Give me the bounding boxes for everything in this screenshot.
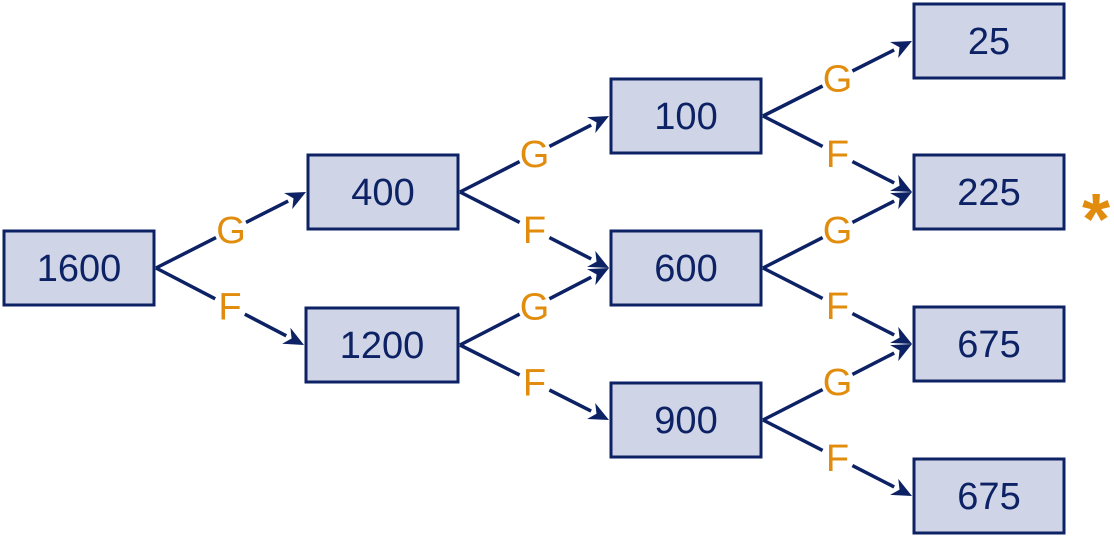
edge-line-segment xyxy=(548,275,593,301)
arrow-head-icon xyxy=(284,192,306,210)
edge-line-segment xyxy=(459,160,521,194)
edge-n1600-n1200 xyxy=(155,266,304,345)
node-1600: 1600 xyxy=(2,229,156,307)
edge-n900-n675b xyxy=(762,418,912,496)
node-600: 600 xyxy=(609,229,763,307)
edge-line-segment xyxy=(851,199,895,224)
node-box xyxy=(912,153,1066,231)
edge-line-segment xyxy=(762,418,824,452)
asterisk-marker: * xyxy=(1082,180,1110,260)
arrow-head-icon xyxy=(890,41,912,59)
node-value: 900 xyxy=(654,400,717,442)
edge-n600-n675a xyxy=(762,266,912,344)
edge-line-segment xyxy=(459,190,521,224)
node-25: 25 xyxy=(912,2,1066,80)
edge-line-segment xyxy=(851,160,895,185)
arrow-head-icon xyxy=(282,327,304,345)
edge-label-g: G xyxy=(216,210,246,252)
edge-n1600-n400 xyxy=(155,192,306,270)
edge-n900-n675a xyxy=(762,344,912,422)
arrow-head-icon xyxy=(587,402,609,420)
node-900: 900 xyxy=(609,381,763,459)
edge-line-segment xyxy=(851,464,895,489)
node-value: 100 xyxy=(654,96,717,138)
node-value: 675 xyxy=(957,324,1020,366)
edge-label-g: G xyxy=(823,362,853,404)
edge-n100-n225 xyxy=(762,114,912,192)
edge-n1200-n600 xyxy=(459,268,609,347)
edge-line-segment xyxy=(548,236,592,261)
arrow-head-icon xyxy=(587,250,609,268)
arrow-head-icon xyxy=(890,478,912,496)
arrow-head-icon xyxy=(890,192,912,210)
node-value: 1600 xyxy=(37,248,122,290)
node-value: 225 xyxy=(957,172,1020,214)
node-1200: 1200 xyxy=(304,306,460,384)
node-box xyxy=(609,229,763,307)
edge-line-segment xyxy=(459,312,521,347)
arrow-head-icon xyxy=(890,326,912,344)
edge-line-segment xyxy=(548,388,592,413)
edge-label-f: F xyxy=(826,134,849,176)
arrow-head-icon xyxy=(587,268,609,286)
node-box xyxy=(912,457,1066,535)
edge-label-f: F xyxy=(826,438,849,480)
node-100: 100 xyxy=(609,77,763,155)
node-675b: 675 xyxy=(912,457,1066,535)
edge-n600-n225 xyxy=(762,192,912,270)
node-value: 25 xyxy=(968,21,1010,63)
edge-line-segment xyxy=(762,236,824,270)
node-value: 675 xyxy=(957,476,1020,518)
edge-label-g: G xyxy=(823,210,853,252)
edge-line-segment xyxy=(851,312,895,337)
edge-label-f: F xyxy=(523,210,546,252)
node-value: 1200 xyxy=(340,325,425,367)
edge-label-g: G xyxy=(520,134,550,176)
edge-n400-n100 xyxy=(459,116,609,194)
node-box xyxy=(912,2,1066,80)
edge-line-segment xyxy=(762,114,824,148)
node-value: 400 xyxy=(351,172,414,214)
nodes-layer: 1600 400 1200 100 600 900 25 225 675 675 xyxy=(2,2,1066,535)
arrow-head-icon xyxy=(587,116,609,134)
node-400: 400 xyxy=(306,153,460,231)
edges-layer xyxy=(155,41,912,496)
node-value: 600 xyxy=(654,248,717,290)
node-box xyxy=(609,381,763,459)
edge-n400-n600 xyxy=(459,190,609,268)
edge-label-f: F xyxy=(218,287,241,329)
edge-line-segment xyxy=(762,84,824,118)
node-box xyxy=(304,306,460,384)
edge-line-segment xyxy=(155,266,217,301)
edge-label-g: G xyxy=(823,59,853,101)
edge-line-segment xyxy=(245,199,289,224)
node-box xyxy=(912,305,1066,383)
edge-line-segment xyxy=(155,236,217,270)
edge-n100-n25 xyxy=(762,41,912,118)
arrow-head-icon xyxy=(890,174,912,192)
arrow-head-icon xyxy=(890,344,912,362)
edge-label-f: F xyxy=(826,286,849,328)
node-225: 225 xyxy=(912,153,1066,231)
edge-line-segment xyxy=(851,48,895,73)
node-box xyxy=(2,229,156,307)
edge-line-segment xyxy=(851,351,895,376)
node-box xyxy=(306,153,460,231)
edge-line-segment xyxy=(762,388,824,422)
edge-line-segment xyxy=(762,266,824,300)
edge-n1200-n900 xyxy=(459,343,609,420)
edge-line-segment xyxy=(459,343,521,377)
node-675a: 675 xyxy=(912,305,1066,383)
edge-label-f: F xyxy=(523,363,546,405)
edge-line-segment xyxy=(243,312,288,338)
edge-line-segment xyxy=(548,123,592,148)
node-box xyxy=(609,77,763,155)
edge-label-g: G xyxy=(520,287,550,329)
